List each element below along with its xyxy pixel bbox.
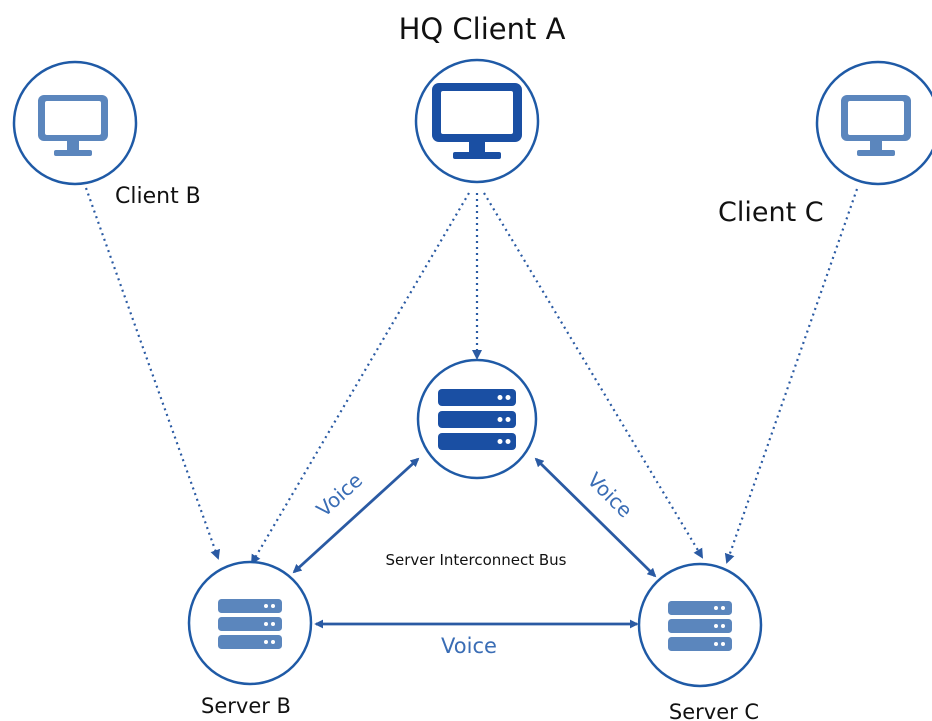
server-b-node [187, 560, 313, 686]
monitor-icon [432, 83, 522, 159]
client-c-label: Client C [718, 197, 824, 228]
server-stack-icon [218, 599, 282, 649]
hq-client-a-node [414, 58, 540, 184]
central-server-node [416, 358, 538, 480]
hq-client-a-label: HQ Client A [399, 12, 566, 46]
voice-links [292, 457, 657, 629]
voice-link-central-serverc [534, 457, 657, 578]
monitor-icon [841, 95, 911, 156]
client-b-label: Client B [115, 184, 201, 209]
client-b-node [12, 60, 138, 186]
link-clientb-serverb [84, 187, 221, 560]
voice-link-serverb-central [292, 457, 420, 574]
server-c-label: Server C [669, 700, 759, 721]
voice-label-bottom: Voice [441, 634, 497, 658]
server-c-node [637, 562, 763, 688]
link-clientc-serverc [724, 188, 859, 564]
server-b-label: Server B [201, 694, 291, 718]
bus-label: Server Interconnect Bus [385, 551, 566, 569]
server-stack-icon [668, 601, 732, 651]
server-stack-icon [438, 389, 516, 450]
monitor-icon [38, 95, 108, 156]
client-c-node [815, 60, 932, 186]
